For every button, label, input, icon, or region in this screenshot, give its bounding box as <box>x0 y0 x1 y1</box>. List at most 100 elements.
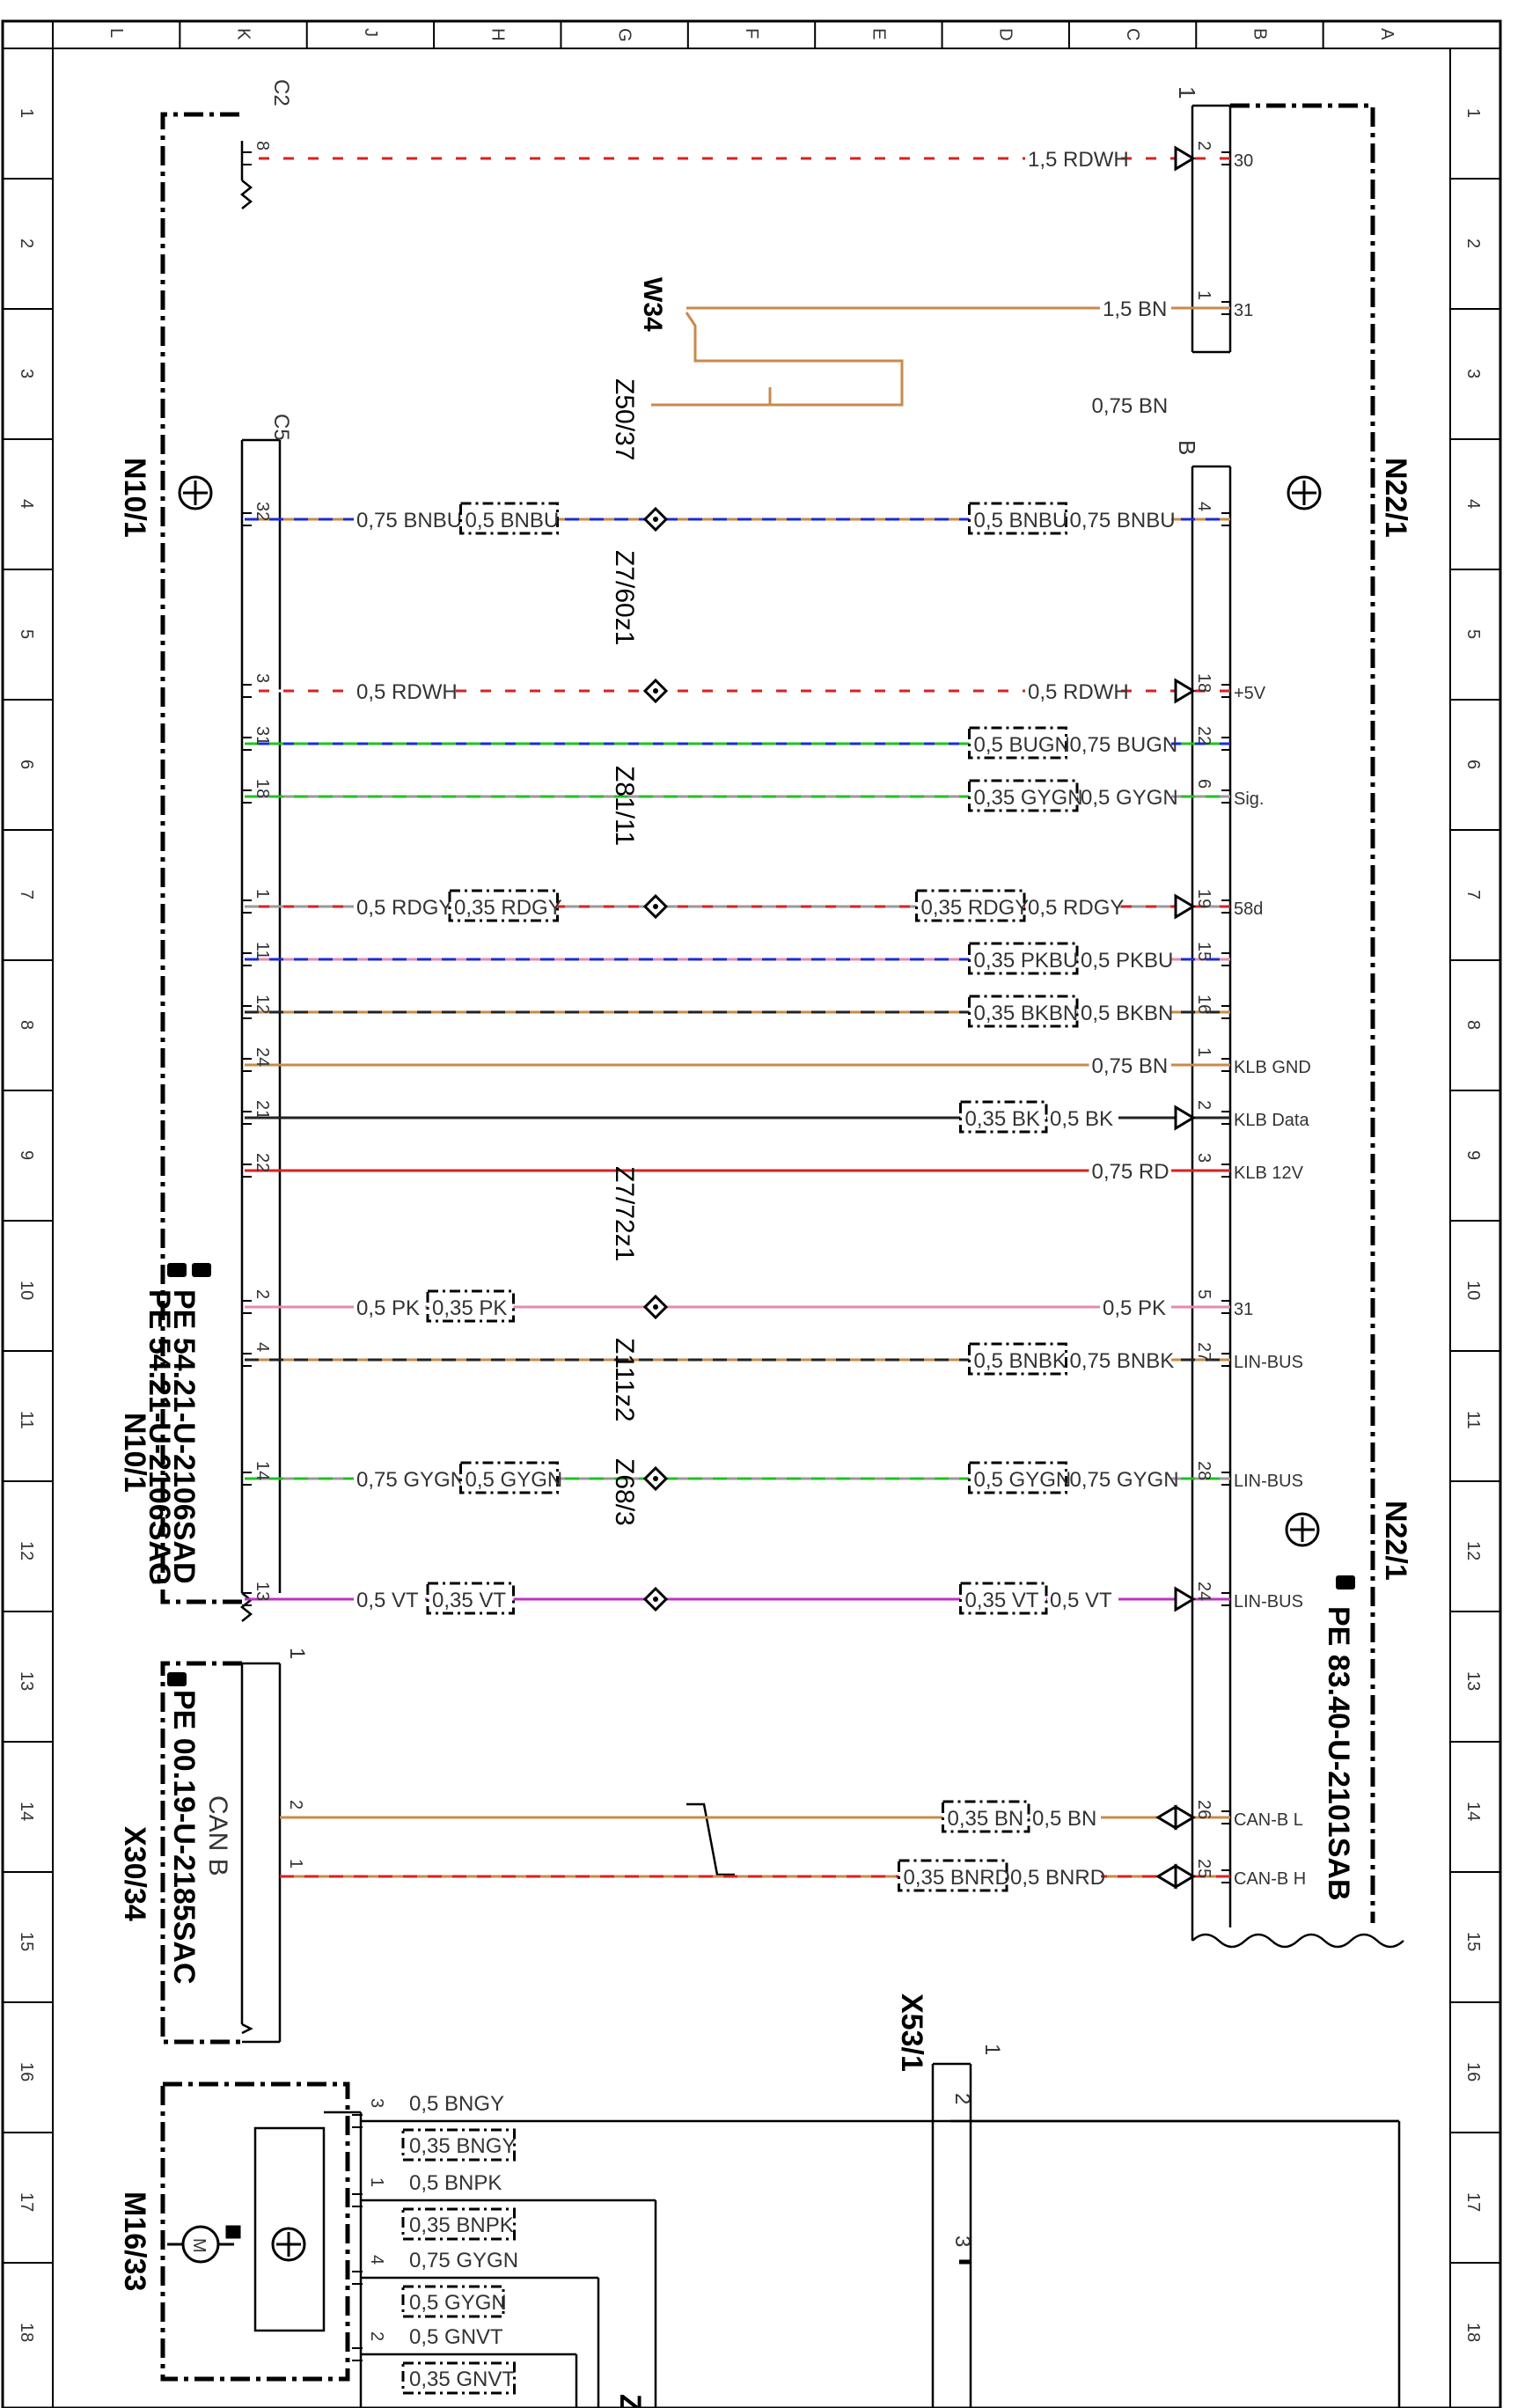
row-label-left: 2 <box>17 239 36 248</box>
partial-label: Z <box>613 2394 647 2408</box>
right-pin: 3 <box>1194 1153 1213 1163</box>
motor-pin: 1 <box>367 2177 386 2187</box>
right-box-label: 0,35 BN <box>948 1807 1024 1831</box>
x53-1-pin3: 3 <box>950 2235 974 2247</box>
wire-2: 0,75 BN <box>651 387 1171 418</box>
row-label-left: 6 <box>17 760 36 769</box>
left-pin: 13 <box>253 1582 272 1601</box>
pin-function: KLB GND <box>1234 1058 1311 1077</box>
left-pin: 8 <box>253 141 272 150</box>
pin-function: 30 <box>1234 151 1253 171</box>
right-box-label: 0,35 BK <box>965 1107 1040 1131</box>
row-label-left: 8 <box>17 1020 36 1030</box>
right-box-label: 0,5 BUGN <box>974 733 1070 757</box>
pin-function: +5V <box>1234 684 1266 703</box>
right-pin: 25 <box>1194 1859 1213 1878</box>
pin-function: 58d <box>1234 899 1263 919</box>
right-wire-label: 0,5 BKBN <box>1081 1002 1173 1025</box>
splice-label: Z7/60z1 <box>610 550 639 645</box>
column-label: C <box>1123 28 1142 40</box>
splice-label: Z50/37 <box>610 378 639 460</box>
m16-33-module <box>160 2081 350 2382</box>
n22-1-title: N22/1 <box>1379 458 1412 538</box>
left-pin: 2 <box>286 1800 305 1810</box>
row-label-right: 14 <box>1463 1802 1483 1821</box>
pin-function: CAN-B H <box>1234 1869 1306 1889</box>
n10-1-module <box>160 112 242 1604</box>
left-pin: 21 <box>253 1100 272 1120</box>
column-label: H <box>488 28 507 40</box>
pin-function: Sig. <box>1234 789 1264 809</box>
right-wire-label: 0,75 BNBK <box>1070 1349 1175 1373</box>
pin-function: LIN-BUS <box>1234 1353 1303 1372</box>
left-pin: 32 <box>253 502 272 521</box>
n10-1-symbol-icon <box>178 475 213 510</box>
motor-wire-label: 0,5 BNGY <box>409 2092 504 2116</box>
row-label-left: 5 <box>17 629 36 639</box>
motor-pin: 4 <box>367 2255 386 2265</box>
row-label-right: 17 <box>1463 2192 1483 2212</box>
row-label-right: 11 <box>1463 1411 1483 1429</box>
right-wire-label: 0,5 RDGY <box>1028 896 1124 920</box>
right-box-label: 0,35 BNRD <box>904 1866 1010 1890</box>
right-pin: 27 <box>1194 1342 1213 1362</box>
right-pin: 2 <box>1194 1100 1213 1110</box>
left-box-label: 0,35 RDGY <box>454 896 562 920</box>
x30-34-title: X30/34 <box>118 1826 151 1921</box>
motor-box-label: 0,35 GNVT <box>409 2368 515 2391</box>
pin-function: 31 <box>1234 301 1253 320</box>
drawing-frame <box>1 19 1502 2408</box>
pin-function: 31 <box>1234 1300 1253 1319</box>
left-pin: 22 <box>253 1153 272 1172</box>
row-label-left: 9 <box>17 1150 36 1160</box>
column-label: F <box>742 28 761 39</box>
right-wire-label: 0,75 GYGN <box>1070 1468 1179 1492</box>
connector-c2-label: C2 <box>269 79 293 106</box>
left-wire-label: 0,5 VT <box>356 1589 419 1612</box>
row-label-right: 13 <box>1463 1671 1483 1691</box>
column-label: E <box>869 28 888 40</box>
x30-34-ref: PE 00.19-U-2185SAC <box>167 1690 201 1985</box>
splice-label: Z7/72z1 <box>610 1166 639 1261</box>
right-pin: 4 <box>1194 502 1213 511</box>
row-label-right: 4 <box>1463 499 1483 509</box>
row-label-right: 5 <box>1463 629 1483 639</box>
row-label-left: 11 <box>17 1411 36 1429</box>
m16-33-inner <box>253 2111 363 2408</box>
motor-pin: 2 <box>367 2331 386 2341</box>
row-label-right: 7 <box>1463 890 1483 899</box>
right-wire-label: 0,75 RD <box>1092 1160 1169 1184</box>
motor-letter: M <box>189 2238 209 2253</box>
right-pin: 1 <box>1194 290 1213 300</box>
pin-function: KLB Data <box>1234 1111 1309 1130</box>
n22-1-connector-b-label: B <box>1174 440 1200 455</box>
x30-34-connector <box>240 1662 282 2044</box>
right-wire-label: 0,5 BK <box>1050 1107 1113 1131</box>
motor-icon <box>167 2225 306 2264</box>
pin-function: KLB 12V <box>1234 1164 1304 1183</box>
row-label-left: 17 <box>17 2192 36 2212</box>
pin-function: LIN-BUS <box>1234 1592 1303 1611</box>
row-label-right: 15 <box>1463 1932 1483 1951</box>
pointer-hand-icon <box>167 1672 187 1686</box>
w34-ground <box>685 312 904 407</box>
connector-c5-label: C5 <box>269 414 293 441</box>
left-wire-label: 0,75 BNBU <box>356 509 462 532</box>
right-pin: 6 <box>1194 779 1213 789</box>
left-box-label: 0,5 GYGN <box>466 1468 563 1492</box>
